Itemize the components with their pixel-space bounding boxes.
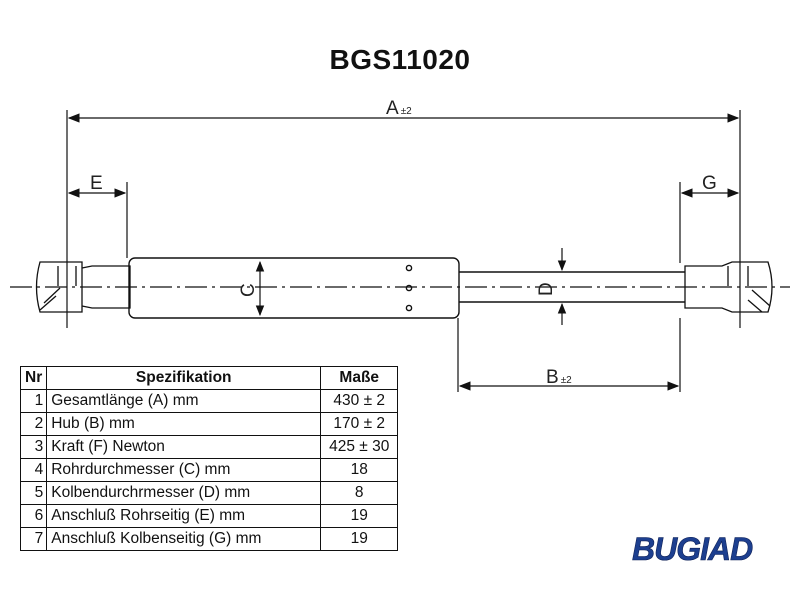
dimension-g-label: G: [702, 173, 717, 194]
row-value: 425 ± 30: [320, 435, 399, 459]
bugiad-logo: BUGIAD: [632, 531, 755, 568]
row-spec: Rohrdurchmesser (C) mm: [46, 458, 322, 482]
row-spec: Anschluß Kolbenseitig (G) mm: [46, 527, 322, 551]
table-row: 6 Anschluß Rohrseitig (E) mm 19: [19, 504, 399, 528]
table-row: 2 Hub (B) mm 170 ± 2: [19, 412, 399, 436]
table-row: 5 Kolbendurchrmesser (D) mm 8: [19, 481, 399, 505]
row-number: 5: [19, 481, 48, 505]
table-row: 3 Kraft (F) Newton 425 ± 30: [19, 435, 399, 459]
row-number: 6: [19, 504, 48, 528]
column-header-masse: Maße: [320, 366, 399, 390]
row-number: 2: [19, 412, 48, 436]
row-spec: Kraft (F) Newton: [46, 435, 322, 459]
table-row: 4 Rohrdurchmesser (C) mm 18: [19, 458, 399, 482]
row-spec: Kolbendurchrmesser (D) mm: [46, 481, 322, 505]
dimension-b-label: B±2: [546, 367, 572, 388]
piston-rod: [459, 248, 685, 325]
table-header-row: Nr Spezifikation Maße: [19, 366, 399, 390]
logo-text: BUGIAD: [632, 531, 753, 567]
row-value: 430 ± 2: [320, 389, 399, 413]
row-value: 8: [320, 481, 399, 505]
row-value: 19: [320, 504, 399, 528]
dimension-a-label: A±2: [386, 98, 412, 119]
dimension-c-label: C: [238, 283, 259, 297]
row-value: 19: [320, 527, 399, 551]
left-end-fitting: [35, 261, 131, 313]
row-number: 1: [19, 389, 48, 413]
dimension-e-label: E: [90, 173, 103, 194]
specification-table: Nr Spezifikation Maße 1 Gesamtlänge (A) …: [19, 366, 399, 551]
table-row: 7 Anschluß Kolbenseitig (G) mm 19: [19, 527, 399, 551]
row-number: 4: [19, 458, 48, 482]
row-value: 18: [320, 458, 399, 482]
dimension-d-label: D: [536, 282, 557, 296]
column-header-spezifikation: Spezifikation: [46, 366, 322, 390]
part-number-title: BGS11020: [329, 44, 471, 75]
row-number: 7: [19, 527, 48, 551]
column-header-nr: Nr: [19, 366, 48, 390]
row-value: 170 ± 2: [320, 412, 399, 436]
row-spec: Hub (B) mm: [46, 412, 322, 436]
table-row: 1 Gesamtlänge (A) mm 430 ± 2: [19, 389, 399, 413]
cylinder-tube: [128, 257, 460, 319]
row-spec: Gesamtlänge (A) mm: [46, 389, 322, 413]
right-end-fitting: [684, 261, 773, 313]
row-spec: Anschluß Rohrseitig (E) mm: [46, 504, 322, 528]
row-number: 3: [19, 435, 48, 459]
